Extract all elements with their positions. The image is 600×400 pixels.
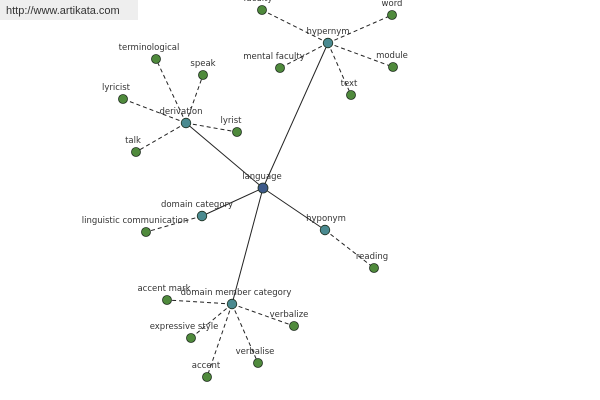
edge-domain-member-category-accent (206, 303, 233, 378)
term-node-accent[interactable] (202, 372, 212, 382)
edge-hypernym-word (327, 14, 393, 44)
edge-domain-member-category-accent-mark (166, 299, 233, 305)
edge-hypernym-faculty (261, 9, 329, 44)
edge-domain-member-category-verbalize (231, 303, 295, 327)
term-label-talk[interactable]: talk (125, 136, 141, 146)
edge-derivation-terminological (155, 58, 187, 124)
edge-domain-member-category-verbalise (231, 303, 259, 364)
edge-hyponym (262, 187, 326, 231)
relation-node-hypernym[interactable] (322, 37, 334, 49)
term-node-expressive-style[interactable] (186, 333, 196, 343)
term-label-module[interactable]: module (376, 51, 408, 61)
edge-derivation-lyrist (185, 122, 238, 133)
term-label-word[interactable]: word (382, 0, 403, 9)
term-label-terminological[interactable]: terminological (119, 43, 180, 53)
term-node-speak[interactable] (198, 70, 208, 80)
edge-hypernym-text (327, 42, 352, 96)
relation-label-hypernym[interactable]: hypernym (306, 27, 349, 37)
term-label-text[interactable]: text (341, 79, 358, 89)
term-label-accent-mark[interactable]: accent mark (137, 284, 190, 294)
term-node-verbalize[interactable] (289, 321, 299, 331)
term-label-accent[interactable]: accent (192, 361, 221, 371)
term-label-lyrist[interactable]: lyrist (220, 116, 242, 126)
relation-node-domain-member-category[interactable] (226, 298, 238, 310)
edge-domain-member-category-expressive-style (190, 303, 233, 339)
edge-hyponym-reading (324, 229, 375, 269)
relation-node-domain-category[interactable] (196, 210, 208, 222)
term-node-faculty[interactable] (257, 5, 267, 15)
term-label-mental-faculty[interactable]: mental faculty (243, 52, 305, 62)
term-label-speak[interactable]: speak (190, 59, 215, 69)
edge-domain-category (201, 187, 264, 217)
node-layer (118, 5, 398, 382)
relation-label-hyponym[interactable]: hyponym (306, 214, 346, 224)
edge-layer (122, 9, 394, 378)
edge-domain-member-category (231, 187, 264, 305)
term-label-reading[interactable]: reading (356, 252, 388, 262)
term-node-accent-mark[interactable] (162, 295, 172, 305)
term-node-mental-faculty[interactable] (275, 63, 285, 73)
term-node-lyrist[interactable] (232, 127, 242, 137)
term-node-talk[interactable] (131, 147, 141, 157)
source-url-badge[interactable]: http://www.artikata.com (0, 0, 138, 20)
edge-hypernym (262, 42, 329, 189)
edge-derivation-lyricist (122, 98, 187, 124)
label-layer: faculty word mental faculty module text hyper… (82, 0, 408, 371)
edge-derivation-talk (135, 122, 187, 153)
term-node-lyricist[interactable] (118, 94, 128, 104)
relation-node-hyponym[interactable] (319, 224, 331, 236)
edge-hypernym-mental-faculty (279, 42, 329, 69)
term-node-terminological[interactable] (151, 54, 161, 64)
term-node-module[interactable] (388, 62, 398, 72)
edge-hypernym-module (327, 42, 394, 68)
edge-derivation (185, 122, 264, 189)
relation-label-domain-category[interactable]: domain category (161, 200, 233, 210)
term-node-reading[interactable] (369, 263, 379, 273)
center-label[interactable]: language (242, 172, 282, 182)
center-node[interactable] (257, 182, 269, 194)
term-node-verbalise[interactable] (253, 358, 263, 368)
term-node-linguistic-communication[interactable] (141, 227, 151, 237)
term-label-expressive-style[interactable]: expressive style (150, 322, 219, 332)
term-label-verbalize[interactable]: verbalize (270, 310, 309, 320)
term-label-verbalise[interactable]: verbalise (236, 347, 275, 357)
term-label-lyricist[interactable]: lyricist (102, 83, 131, 93)
relation-node-derivation[interactable] (180, 117, 192, 129)
term-node-word[interactable] (387, 10, 397, 20)
term-label-linguistic-communication[interactable]: linguistic communication (82, 216, 189, 226)
edge-derivation-speak (185, 74, 204, 124)
term-label-faculty[interactable]: faculty (244, 0, 273, 4)
relation-label-derivation[interactable]: derivation (159, 107, 202, 117)
edge-domain-category-linguistic-communication (145, 215, 203, 233)
term-node-text[interactable] (346, 90, 356, 100)
relation-label-domain-member-category[interactable]: domain member category (181, 288, 292, 298)
